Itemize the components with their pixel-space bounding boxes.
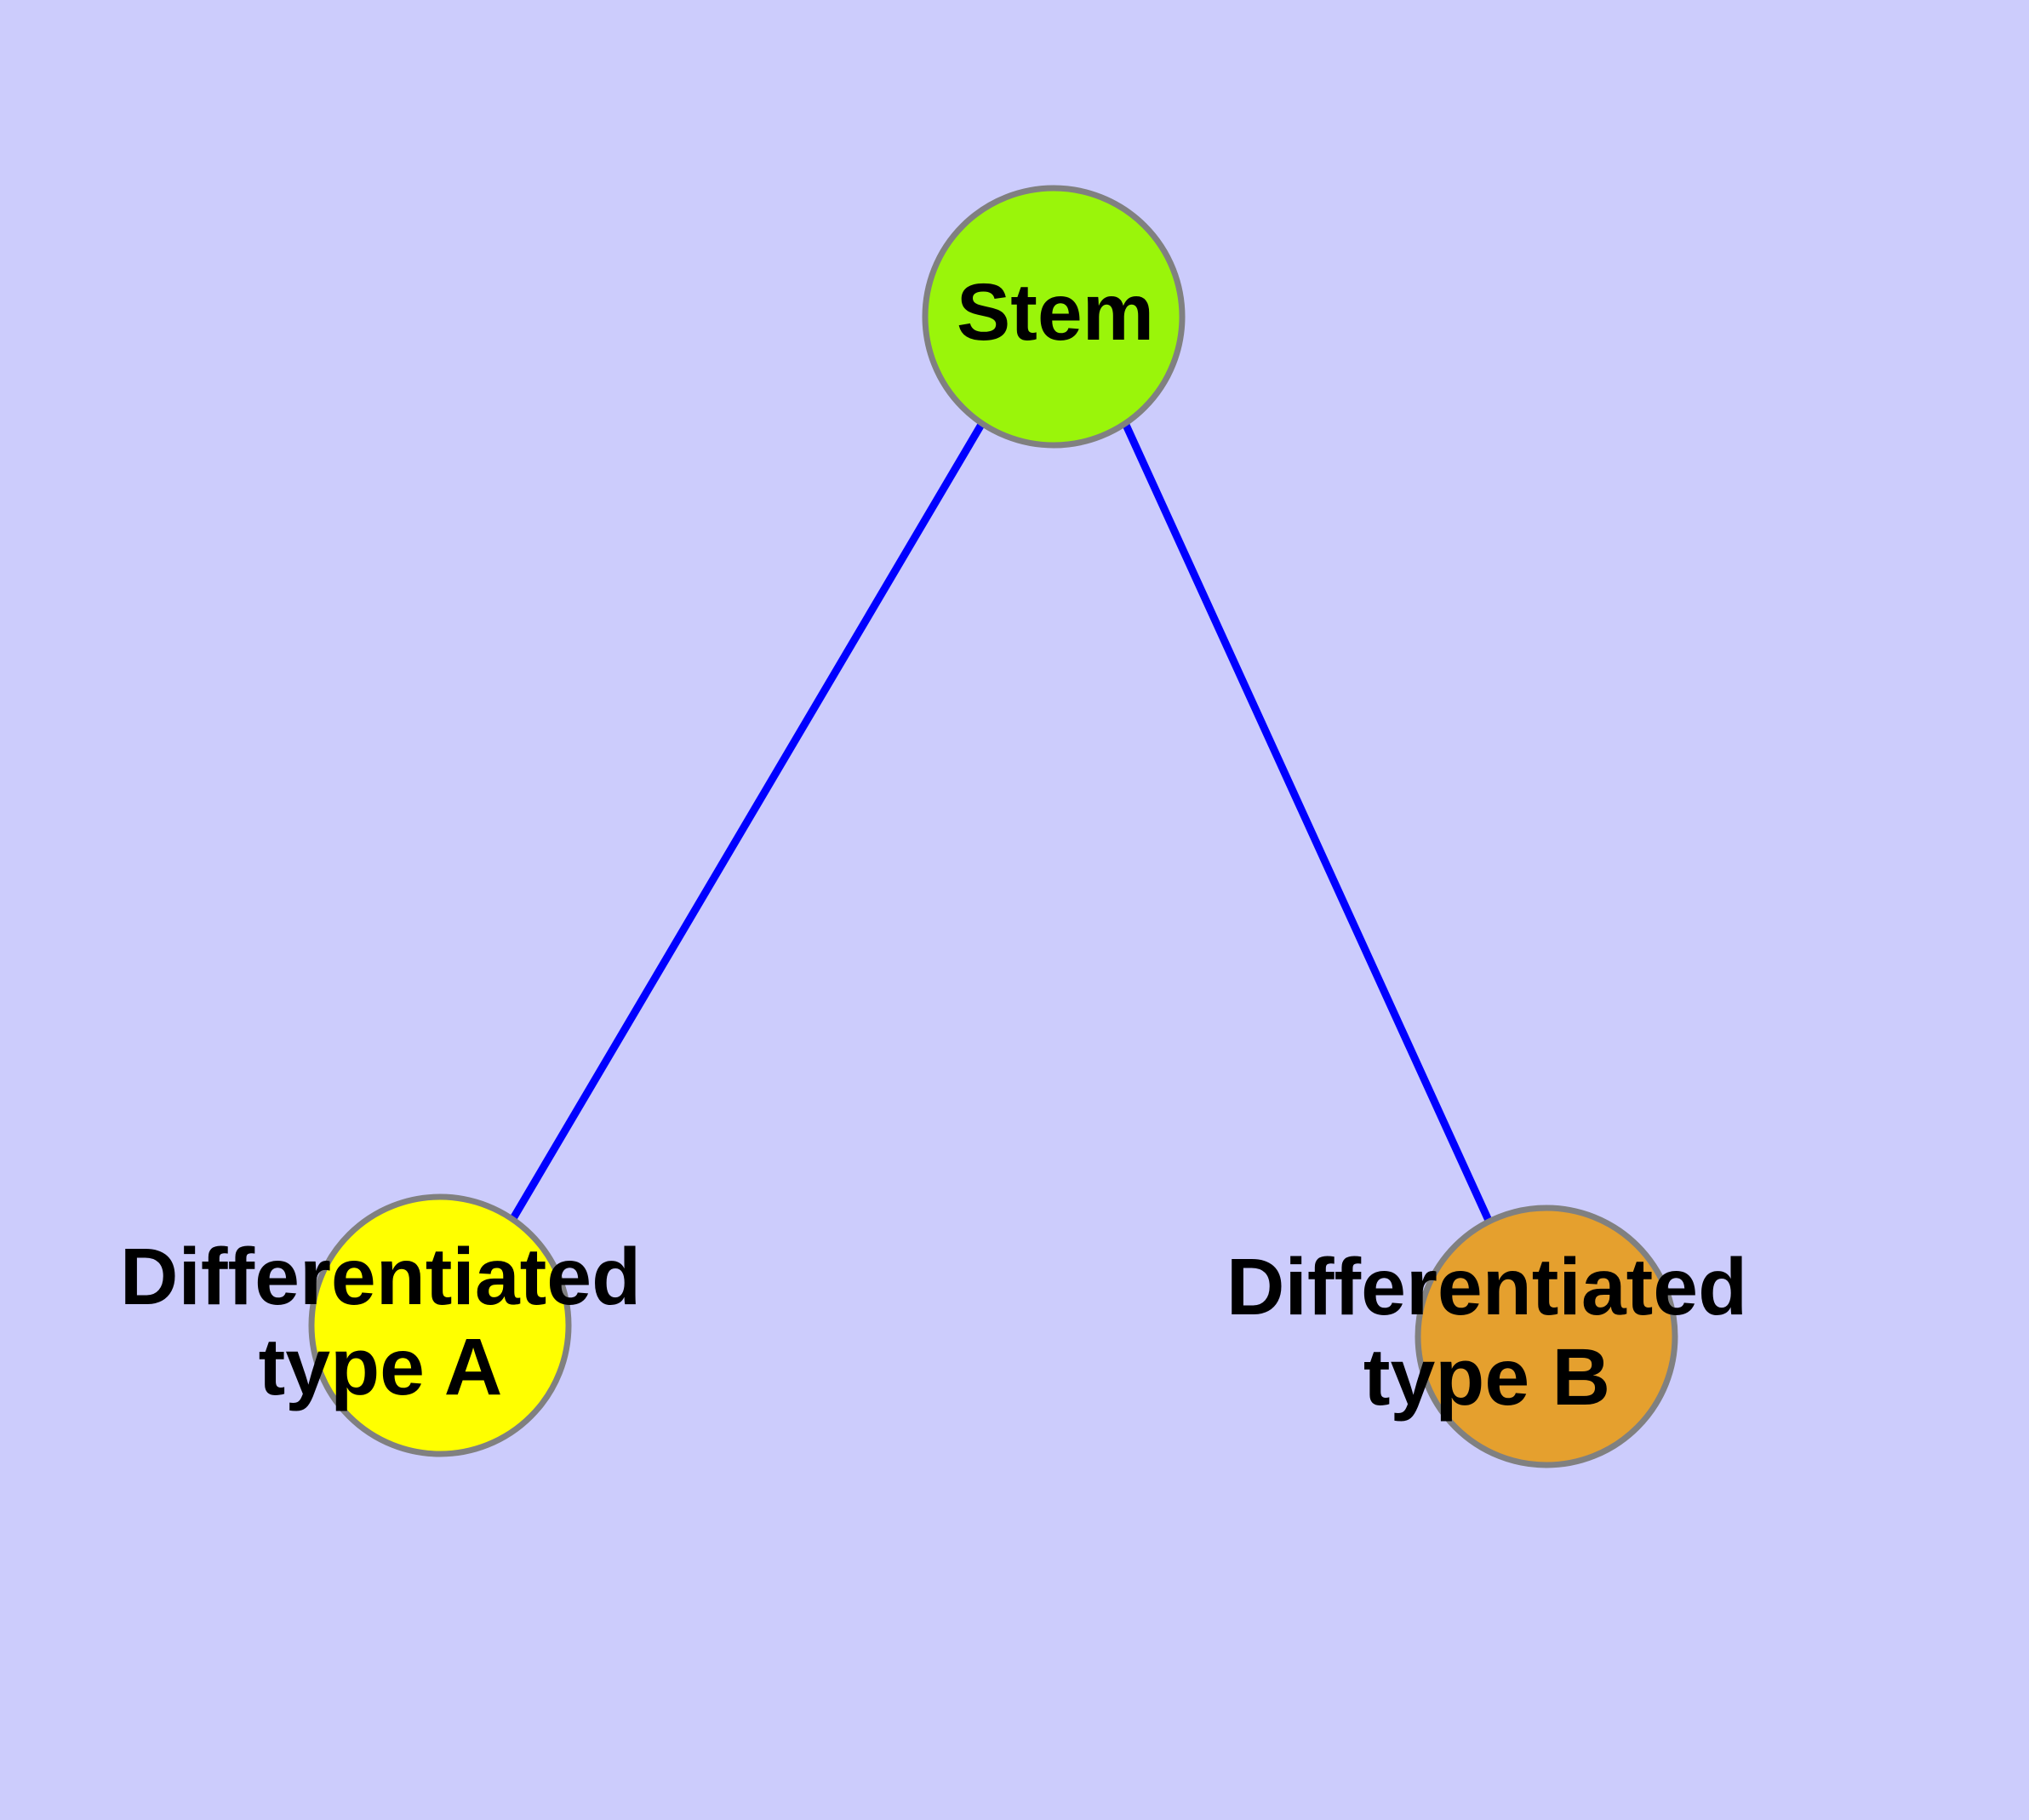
node-label-line: type A [259,1322,503,1412]
node-label-line: Differentiated [1226,1242,1747,1332]
node-circle-diff-b[interactable] [1415,1205,1678,1468]
graph-edge-stem-to-b[interactable] [1121,421,1495,1226]
node-label-line: Differentiated [120,1232,641,1322]
graph-node-stem[interactable]: Stem [922,185,1186,449]
node-label-line: Stem [957,267,1154,358]
node-label-stem: Stem [957,267,1154,358]
graph-edge-stem-to-a[interactable] [509,421,986,1222]
node-circle-diff-a[interactable] [308,1193,572,1457]
edge-layer [509,421,1495,1226]
node-circle-stem[interactable] [922,185,1186,449]
node-label-line: type B [1363,1332,1610,1422]
